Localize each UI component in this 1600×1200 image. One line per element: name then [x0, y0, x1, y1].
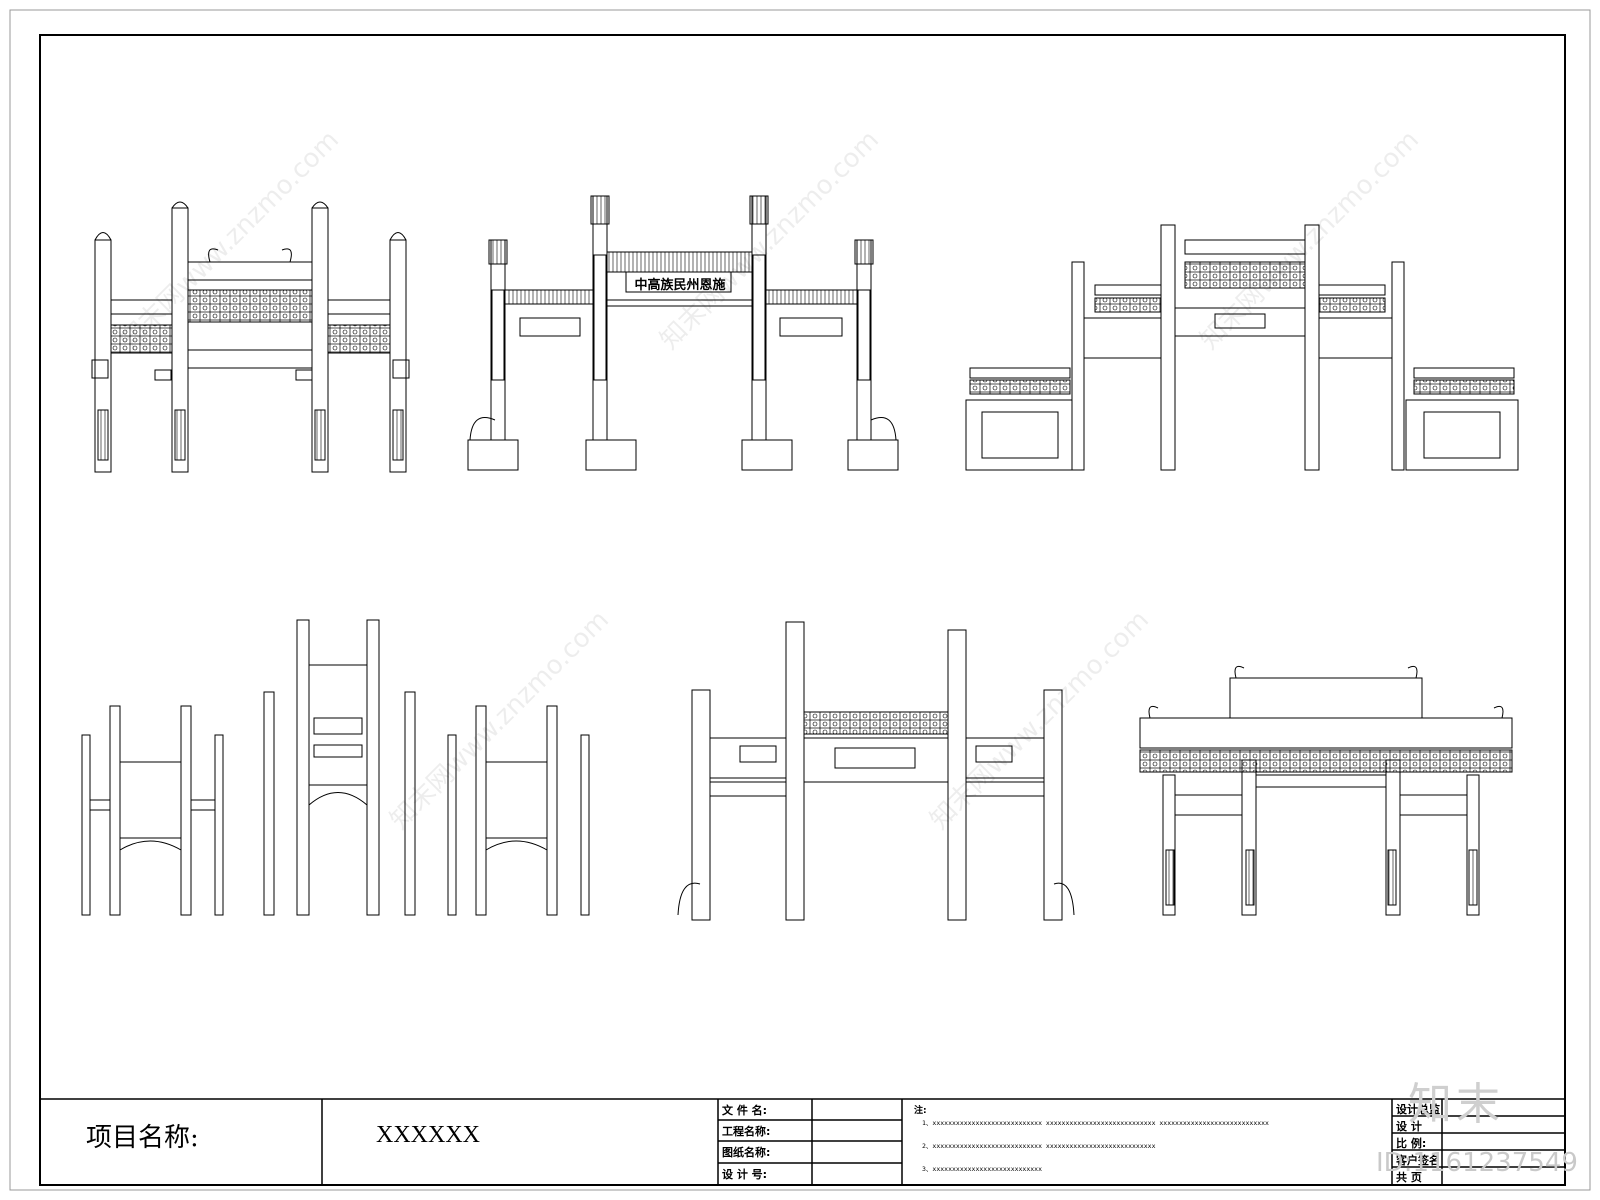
scale-label: 比 例: [1396, 1137, 1427, 1150]
design-number-label: 设 计 号: [722, 1168, 768, 1181]
design-director-label: 设计总监 [1396, 1103, 1440, 1116]
title-block [40, 1098, 1565, 1185]
outer-frame [9, 9, 1591, 1191]
page-count-label: 共 页 [1396, 1171, 1422, 1184]
note-2: 2、xxxxxxxxxxxxxxxxxxxxxxxxxxxx xxxxxxxxx… [922, 1142, 1156, 1150]
project-title-label: 工程名称: [722, 1125, 771, 1138]
designer-label: 设 计 [1396, 1120, 1422, 1133]
file-name-label: 文 件 名: [722, 1104, 768, 1117]
archway-elevation-1 [91, 201, 410, 473]
archway-elevation-4 [81, 619, 590, 916]
signboard-inscription: 中高族民州恩施 [634, 278, 726, 293]
archway-elevation-5 [677, 621, 1075, 921]
archway-elevation-2 [467, 195, 899, 471]
archway-elevation-3 [965, 224, 1519, 471]
drawing-name-label: 图纸名称: [722, 1146, 771, 1159]
note-3: 3、xxxxxxxxxxxxxxxxxxxxxxxxxxxx [922, 1165, 1042, 1173]
watermark-id: ID:1161237549 [1376, 1148, 1578, 1178]
inner-frame [39, 34, 1566, 1186]
notes-label: 注: [914, 1106, 927, 1116]
archway-elevation-6 [1139, 665, 1513, 916]
project-name-label: 项目名称: [86, 1123, 199, 1153]
client-signature-label: 客户签名 [1396, 1154, 1440, 1167]
project-name-value: XXXXXX [376, 1122, 480, 1148]
watermark-logo: 知末 [1408, 1079, 1504, 1130]
note-1: 1、xxxxxxxxxxxxxxxxxxxxxxxxxxxx xxxxxxxxx… [922, 1119, 1269, 1127]
